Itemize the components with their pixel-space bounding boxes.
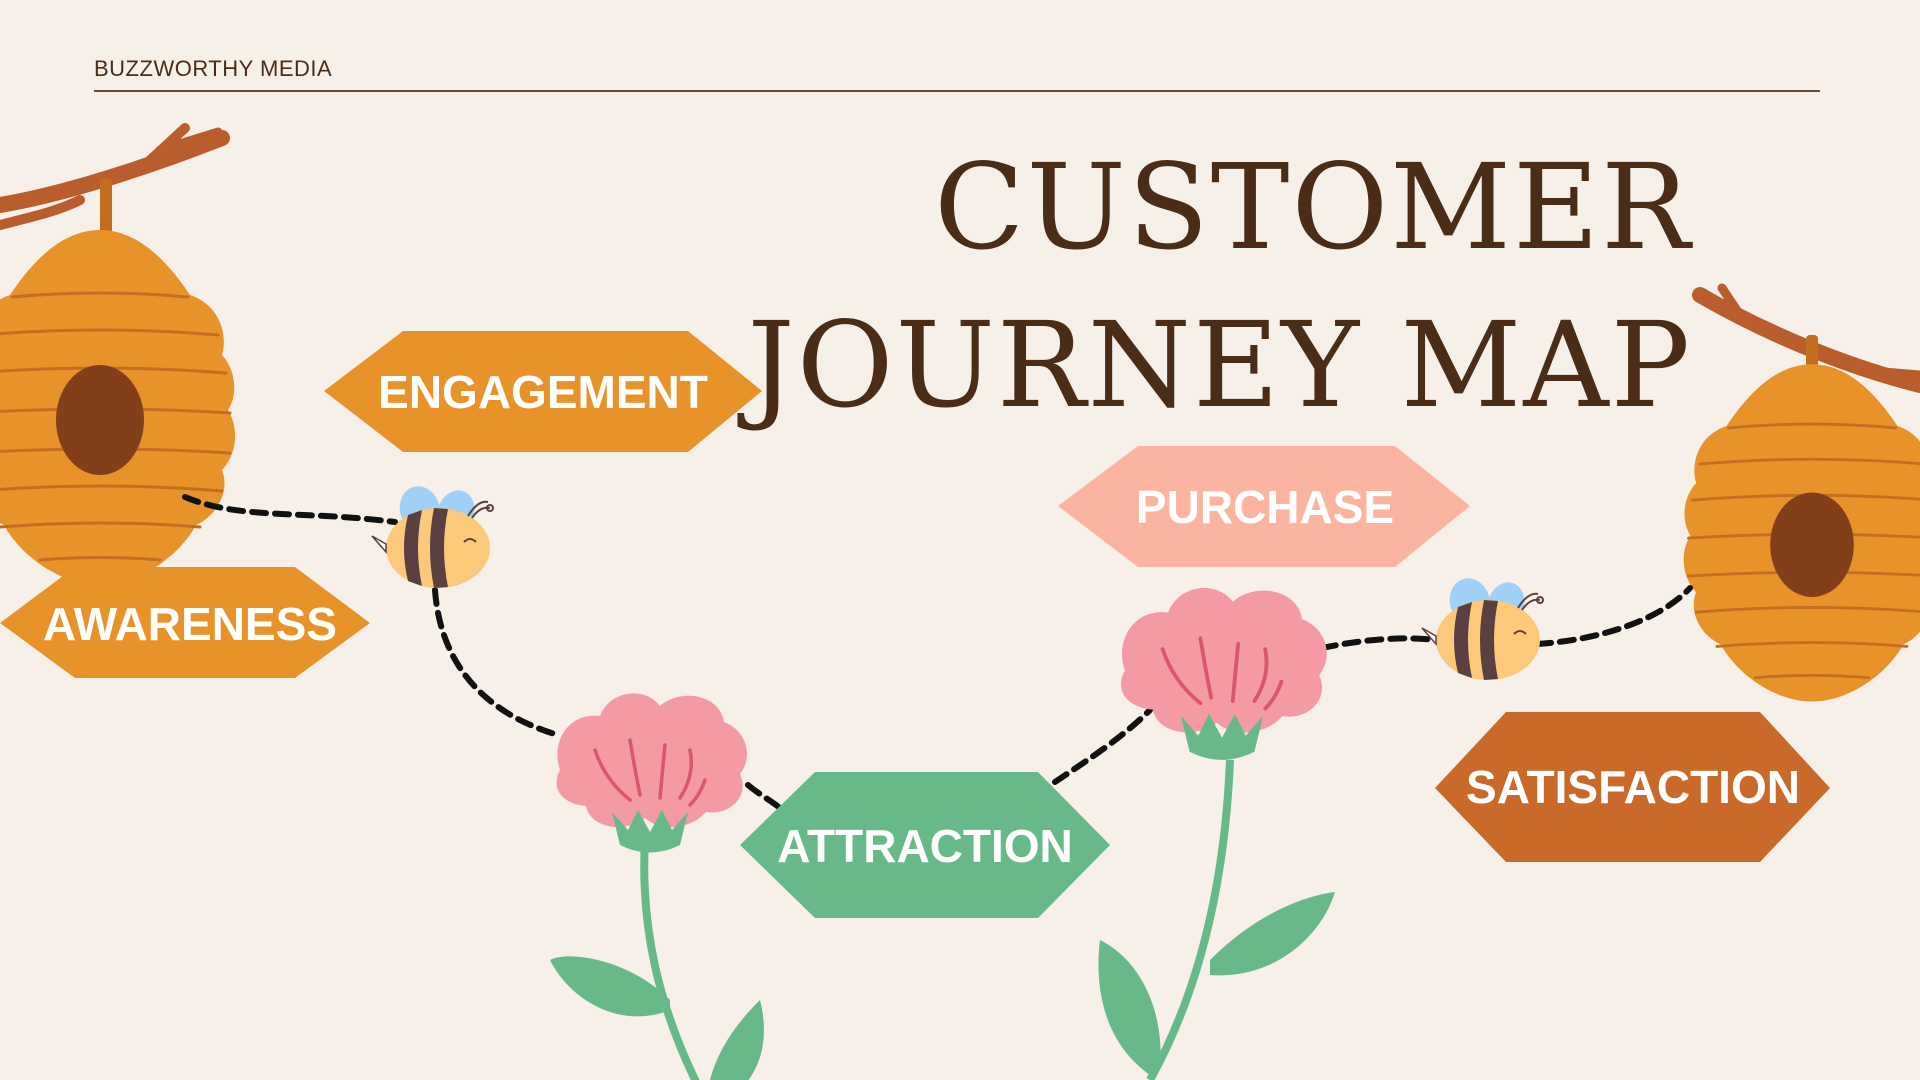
- stage-label: SATISFACTION: [1466, 761, 1800, 813]
- left-branch-icon: [0, 123, 230, 236]
- flower-stem-left: [550, 839, 764, 1080]
- stage-engagement: ENGAGEMENT: [324, 331, 762, 452]
- bee-icon: [371, 480, 494, 589]
- brand-name: BUZZWORTHY MEDIA: [94, 56, 333, 81]
- dashed-path: [182, 494, 1693, 811]
- stage-label: PURCHASE: [1136, 481, 1394, 533]
- left-hive-icon: [0, 228, 237, 587]
- stage-label: ENGAGEMENT: [378, 366, 708, 418]
- stage-label: ATTRACTION: [777, 820, 1073, 872]
- flower-icon: [1119, 586, 1329, 762]
- flower-stem-right: [1098, 759, 1335, 1080]
- stage-satisfaction: SATISFACTION: [1435, 712, 1830, 862]
- stage-attraction: ATTRACTION: [740, 772, 1110, 918]
- stage-label: AWARENESS: [43, 598, 337, 650]
- right-hive-icon: [1682, 362, 1920, 703]
- flower-icon: [554, 691, 749, 855]
- page-title: CUSTOMER JOURNEY MAP: [747, 128, 1692, 444]
- bee-icon: [1421, 572, 1544, 681]
- title-line-2: JOURNEY MAP: [747, 296, 1692, 434]
- title-line-1: CUSTOMER: [934, 138, 1692, 276]
- stage-awareness: AWARENESS: [0, 567, 370, 678]
- header-divider: [94, 90, 1820, 92]
- stage-purchase: PURCHASE: [1058, 446, 1470, 567]
